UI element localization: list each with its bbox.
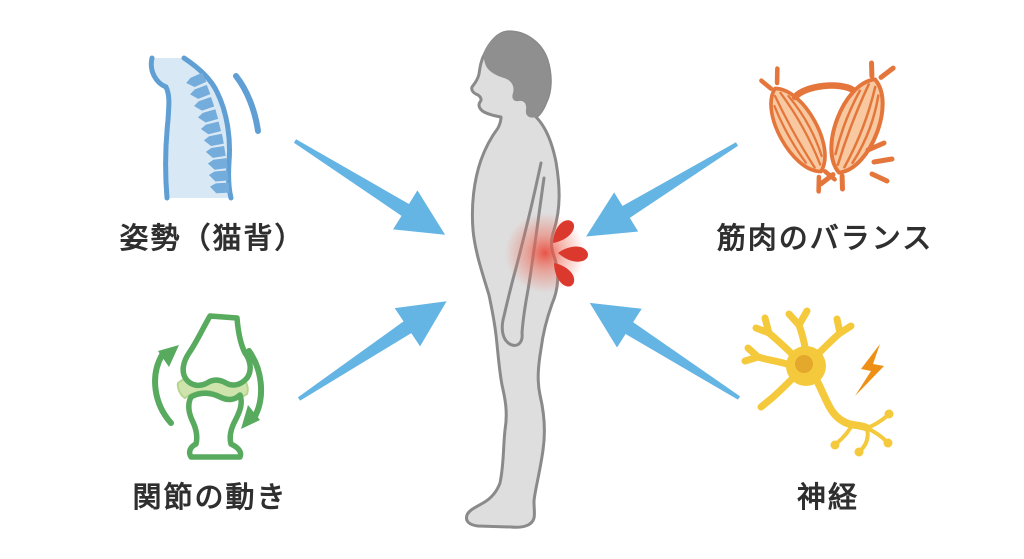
spine-icon [148,55,261,201]
figure-hair [483,31,551,118]
arrow-from-nerve [589,302,741,400]
pain-drop [553,220,574,243]
arrow-from-muscle-balance [586,142,739,237]
muscle-arc [791,82,857,101]
pain-drop [554,263,575,287]
pain-burst [505,213,588,293]
label-nerve: 神経 [796,482,859,514]
axon [813,377,871,432]
pain-drop [558,246,588,262]
vertebrae-column [186,72,230,194]
label-posture: 姿勢（猫背） [119,223,306,255]
muscle-emphasis-dashes [865,140,895,184]
upper-bone [180,313,253,389]
label-joint-movement: 関節の動き [132,482,288,514]
label-muscle-balance: 筋肉のバランス [716,223,934,255]
arrow-from-joint-movement [297,301,447,401]
axon-terminals [835,414,889,452]
lightning-bolt-icon [855,344,884,396]
muscle-icon [751,56,901,196]
arrow-from-posture [293,139,446,235]
lower-bone [186,390,244,460]
nucleus [795,355,813,373]
neuron-icon [741,307,894,457]
joint-icon [152,313,265,460]
